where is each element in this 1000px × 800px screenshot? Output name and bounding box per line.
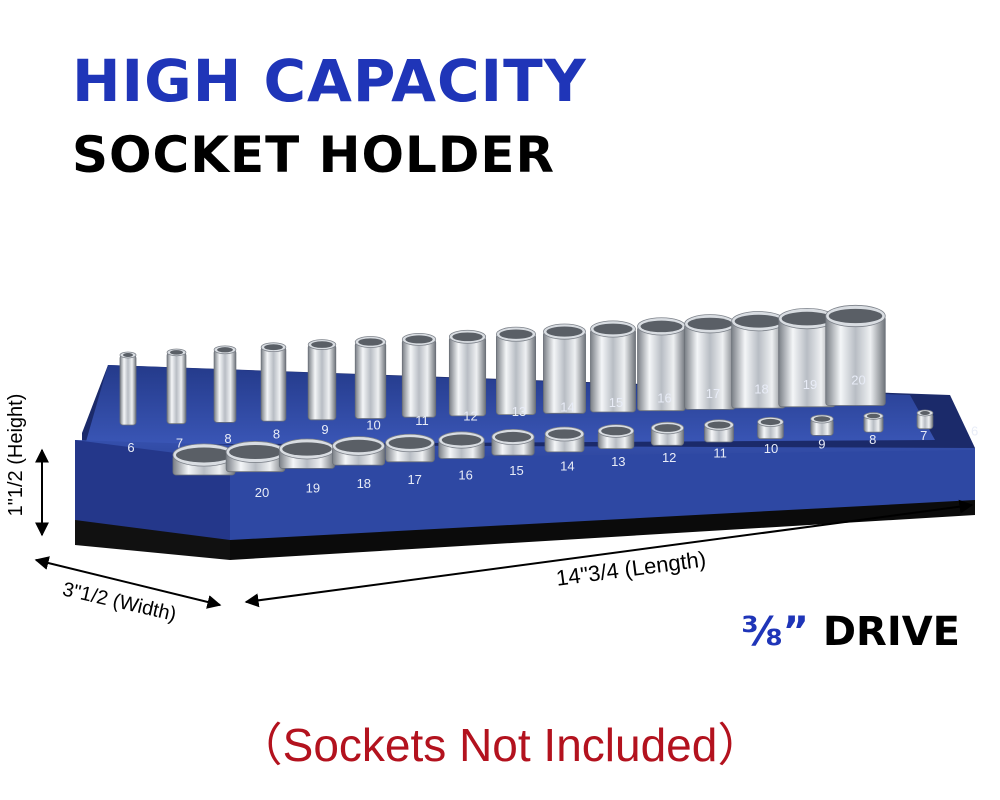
back-size-label: 16: [657, 391, 671, 406]
back-socket: 9: [307, 339, 337, 437]
back-socket-row: 6 7 8 8 9 10 11 12 13 14 15 16 17 18 19 20: [119, 304, 886, 455]
front-socket: 13: [544, 426, 626, 469]
back-size-label: 12: [463, 409, 477, 424]
back-size-label: 9: [321, 422, 328, 437]
front-socket: 18: [278, 438, 371, 491]
back-socket: 17: [684, 314, 736, 410]
width-arrow: [34, 556, 222, 609]
front-socket-row: 20 19 18 17 16 15 14 13 12 11 10 9 8 7 6: [172, 409, 978, 500]
back-socket: 16: [637, 317, 686, 412]
back-size-label: 14: [560, 400, 574, 415]
front-socket: 8: [810, 414, 876, 447]
back-socket: 10: [354, 336, 387, 433]
front-size-label: 13: [611, 454, 625, 469]
headline-socket-holder: SOCKET HOLDER: [72, 126, 555, 184]
back-size-label: 6: [127, 440, 134, 455]
front-size-label: 17: [407, 472, 421, 487]
back-socket: 7: [166, 348, 187, 451]
back-size-label: 17: [706, 386, 720, 401]
drive-size-label: ⅜” DRIVE: [741, 612, 960, 652]
front-size-label: 19: [306, 481, 320, 496]
front-size-label: 7: [920, 428, 927, 443]
back-size-label: 20: [851, 373, 865, 388]
front-size-label: 6: [971, 423, 978, 438]
drive-word: DRIVE: [822, 609, 960, 655]
drive-fraction: ⅜”: [741, 609, 809, 655]
back-size-label: 8: [273, 427, 280, 442]
back-size-label: 18: [754, 382, 768, 397]
back-socket: 8: [260, 342, 287, 442]
headline-high-capacity: HIGH CAPACITY: [72, 47, 587, 115]
front-socket: 20: [172, 443, 269, 500]
front-socket: 17: [332, 436, 422, 487]
front-socket: 19: [225, 441, 320, 496]
front-socket: 11: [650, 421, 727, 460]
back-socket: 11: [401, 332, 437, 428]
back-size-label: 10: [366, 418, 380, 433]
front-size-label: 8: [869, 432, 876, 447]
back-socket: 14: [543, 323, 586, 415]
width-label: 3"1/2 (Width): [60, 578, 178, 626]
back-size-label: 19: [803, 377, 817, 392]
back-socket: 20: [825, 304, 886, 406]
back-socket: 6: [119, 351, 137, 455]
back-socket: 15: [590, 320, 636, 413]
back-socket: 12: [448, 329, 487, 424]
front-socket: 15: [438, 431, 524, 478]
back-size-label: 15: [609, 395, 623, 410]
back-socket: 18: [731, 311, 786, 409]
back-size-label: 13: [512, 404, 526, 419]
front-socket: 9: [757, 416, 826, 452]
front-size-label: 11: [713, 445, 727, 460]
front-size-label: 9: [818, 437, 825, 452]
length-label: 14"3/4 (Length): [555, 546, 708, 590]
front-socket: 6: [916, 409, 978, 438]
front-socket: 16: [385, 433, 473, 482]
back-socket: 8: [213, 345, 237, 446]
length-arrow: [244, 499, 974, 608]
front-socket: 7: [863, 412, 927, 443]
front-socket: 10: [704, 419, 778, 456]
front-size-label: 14: [560, 459, 574, 474]
front-size-label: 15: [509, 463, 523, 478]
back-socket: 19: [778, 308, 836, 408]
front-socket: 14: [491, 429, 575, 474]
back-size-label: 8: [224, 431, 231, 446]
front-size-label: 18: [357, 476, 371, 491]
back-size-label: 11: [415, 413, 429, 428]
sockets-not-included-note: （Sockets Not Included）: [236, 719, 764, 771]
back-socket: 13: [495, 326, 536, 419]
front-size-label: 20: [255, 485, 269, 500]
front-size-label: 12: [662, 450, 676, 465]
front-size-label: 16: [458, 467, 472, 482]
front-size-label: 10: [764, 441, 778, 456]
back-size-label: 7: [176, 436, 183, 451]
front-socket: 12: [597, 424, 676, 465]
height-label: 1"1/2 (Height): [5, 394, 27, 517]
